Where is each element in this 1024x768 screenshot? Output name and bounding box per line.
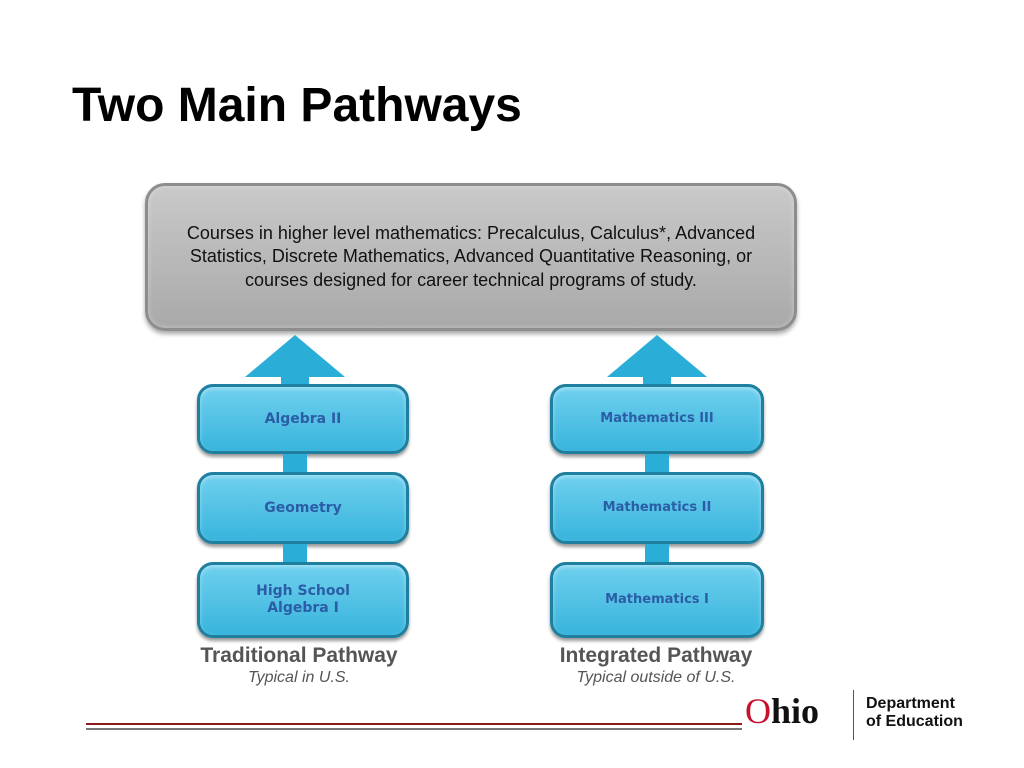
traditional-connector-2 [283, 544, 307, 562]
higher-math-box: Courses in higher level mathematics: Pre… [145, 183, 797, 331]
traditional-up-arrow-icon [245, 335, 345, 377]
integrated-pathway-subtitle: Typical outside of U.S. [576, 669, 736, 686]
integrated-up-arrow-icon [607, 335, 707, 377]
slide-title: Two Main Pathways [72, 79, 522, 132]
traditional-arrow-stem [281, 376, 309, 386]
ohio-logo: Ohio [745, 691, 820, 731]
traditional-pathway-subtitle: Typical in U.S. [248, 669, 350, 686]
course-geometry: Geometry [197, 472, 409, 544]
integrated-arrow-stem [643, 376, 671, 386]
integrated-pathway-label: Integrated Pathway [559, 644, 753, 667]
footer-rule-red [86, 723, 742, 725]
footer-rule-gray [86, 728, 742, 730]
department-of-education-logo-text: Department of Education [866, 695, 963, 731]
logo-divider [853, 690, 854, 740]
course-mathematics-ii: Mathematics II [550, 472, 764, 544]
course-algebra-ii: Algebra II [197, 384, 409, 454]
higher-math-text: Courses in higher level mathematics: Pre… [186, 222, 756, 290]
integrated-connector-2 [645, 544, 669, 562]
integrated-connector-1 [645, 454, 669, 472]
course-hs-algebra-i: High School Algebra I [197, 562, 409, 638]
course-mathematics-iii: Mathematics III [550, 384, 764, 454]
traditional-pathway-label: Traditional Pathway [200, 644, 398, 667]
traditional-connector-1 [283, 454, 307, 472]
course-mathematics-i: Mathematics I [550, 562, 764, 638]
